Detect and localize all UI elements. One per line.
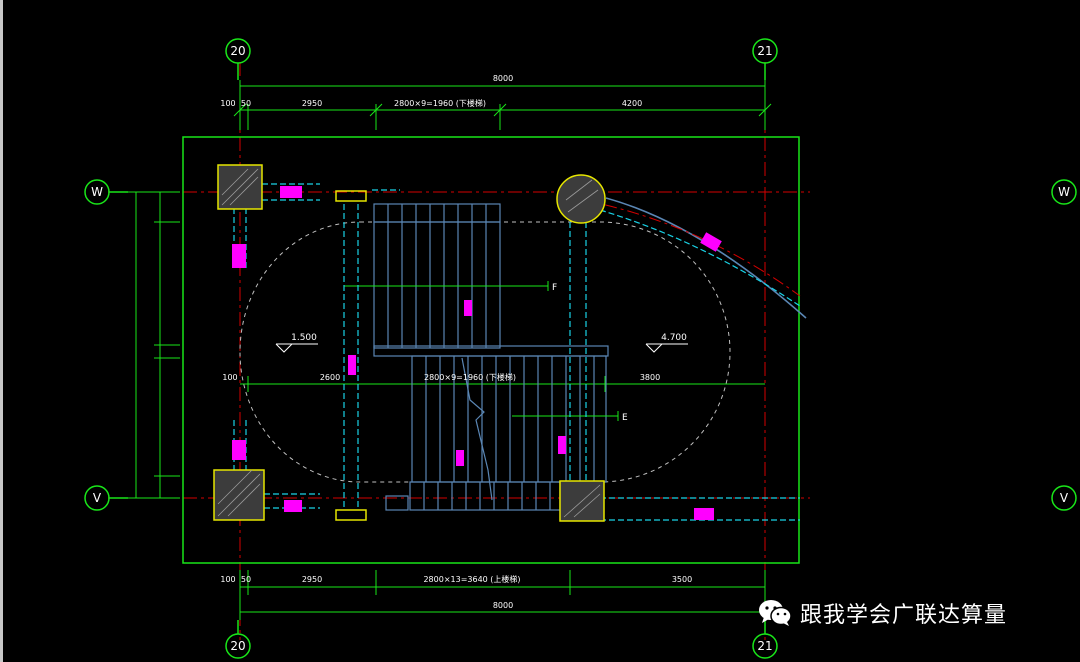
dim-edge-mid: 100	[222, 373, 237, 382]
axis-bubble-v-right	[1051, 485, 1077, 511]
round-column	[556, 174, 606, 224]
void-outline	[239, 221, 731, 483]
window-edge	[0, 0, 3, 662]
wechat-icon	[758, 599, 792, 627]
axis-label-w-left: W	[91, 185, 103, 199]
dim-mid-right: 3800	[640, 373, 660, 382]
section-mark-f: F	[552, 283, 557, 293]
level-marker-left	[275, 343, 318, 353]
top-dimensions	[233, 80, 772, 130]
dim-mid-run: 2800×9=1960 (下楼梯)	[424, 372, 516, 382]
axis-label-21-bottom: 21	[757, 639, 772, 653]
dim-mid-left: 2600	[320, 373, 340, 382]
section-mark-e: E	[622, 413, 628, 423]
dim-edge-bottom: 100	[220, 575, 235, 584]
stair-flight-upper	[373, 203, 501, 349]
axis-label-w-right: W	[1058, 185, 1070, 199]
stair-flight-lower	[385, 355, 607, 511]
axis-label-20-top: 20	[230, 44, 245, 58]
axis-label-20-bottom: 20	[230, 639, 245, 653]
dim-edge-bottom-2: 50	[241, 575, 251, 584]
dim-top-run: 2800×9=1960 (下楼梯)	[394, 98, 486, 108]
section-lines	[344, 281, 619, 421]
level-marker-right	[645, 343, 688, 353]
small-post-top	[335, 190, 367, 202]
stair-break-line	[461, 357, 493, 501]
watermark-text: 跟我学会广联达算量	[800, 603, 1008, 628]
axis-label-v-right: V	[1060, 491, 1069, 505]
dim-bottom-left: 2950	[302, 575, 322, 584]
left-dimensions	[128, 191, 180, 499]
slab-outline	[182, 136, 800, 564]
dim-edge-top-2: 50	[241, 99, 251, 108]
watermark: 跟我学会广联达算量	[758, 594, 1007, 632]
small-post-bottom	[335, 509, 367, 521]
axis-label-21-top: 21	[757, 44, 772, 58]
column-hatch	[217, 168, 601, 518]
bottom-dimensions	[239, 570, 766, 620]
axis-bubble-w-right	[1051, 179, 1077, 205]
beam-tags	[232, 186, 722, 520]
level-right-value: 4.700	[661, 333, 687, 343]
dim-bottom-right: 3500	[672, 575, 692, 584]
dim-edge-top: 100	[220, 99, 235, 108]
dim-overall-bottom: 8000	[493, 601, 513, 610]
axis-bubbles	[84, 38, 1077, 659]
axis-lines	[108, 62, 810, 640]
beam-lines	[233, 183, 800, 521]
level-left-value: 1.500	[291, 333, 317, 343]
dim-top-left: 2950	[302, 99, 322, 108]
dim-bottom-run: 2800×13=3640 (上楼梯)	[423, 574, 520, 584]
axis-label-v-left: V	[93, 491, 102, 505]
dim-top-right: 4200	[622, 99, 642, 108]
columns	[213, 164, 606, 522]
dim-overall-top: 8000	[493, 74, 513, 83]
